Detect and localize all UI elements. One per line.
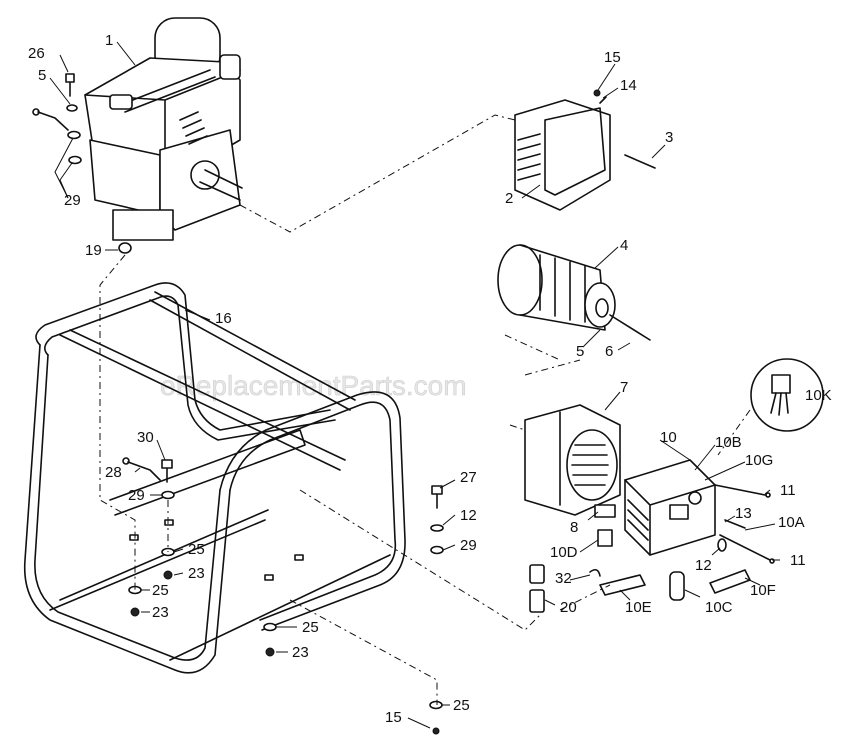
label-10g: 10G xyxy=(745,452,773,469)
label-14: 14 xyxy=(620,77,637,94)
label-29: 29 xyxy=(64,192,81,209)
label-19: 19 xyxy=(85,242,102,259)
engine-assembly xyxy=(84,17,243,241)
label-3: 3 xyxy=(665,129,673,146)
callout-10k xyxy=(750,358,824,432)
label-8: 8 xyxy=(570,519,578,536)
rotor-assembly xyxy=(497,244,651,341)
blower-housing xyxy=(514,89,656,211)
frame-hardware xyxy=(122,457,443,735)
label-23-c: 23 xyxy=(292,644,309,661)
label-5-rotor: 5 xyxy=(576,343,584,360)
leader-lines xyxy=(49,41,780,729)
label-10f: 10F xyxy=(750,582,776,599)
label-25-b: 25 xyxy=(152,582,169,599)
label-23-b: 23 xyxy=(152,604,169,621)
label-2: 2 xyxy=(505,190,513,207)
label-10k: 10K xyxy=(805,387,832,404)
hardware-26-5-29 xyxy=(32,73,82,165)
label-10a: 10A xyxy=(778,514,805,531)
label-25-d: 25 xyxy=(453,697,470,714)
label-16: 16 xyxy=(215,310,232,327)
label-4: 4 xyxy=(620,237,628,254)
label-7: 7 xyxy=(620,379,628,396)
label-10d: 10D xyxy=(550,544,578,561)
stator-housing xyxy=(524,404,621,516)
label-25: 25 xyxy=(188,541,205,558)
label-29-frame: 29 xyxy=(128,487,145,504)
label-12: 12 xyxy=(695,557,712,574)
label-26: 26 xyxy=(28,45,45,62)
part-number-labels: 1 26 5 29 19 16 15 14 3 2 4 5 6 7 10K 10… xyxy=(28,32,832,726)
label-1: 1 xyxy=(105,32,113,49)
label-15-bottom: 15 xyxy=(385,709,402,726)
watermark-text: eReplacementParts.com xyxy=(160,370,467,401)
label-5: 5 xyxy=(38,67,46,84)
label-20: 20 xyxy=(560,599,577,616)
label-25-c: 25 xyxy=(302,619,319,636)
label-10c: 10C xyxy=(705,599,733,616)
label-27: 27 xyxy=(460,469,477,486)
label-13: 13 xyxy=(735,505,752,522)
assembly-lines xyxy=(99,114,751,705)
label-23: 23 xyxy=(188,565,205,582)
frame xyxy=(23,282,406,674)
label-32: 32 xyxy=(555,570,572,587)
label-12-frame: 12 xyxy=(460,507,477,524)
label-30: 30 xyxy=(137,429,154,446)
label-28: 28 xyxy=(105,464,122,481)
label-10b: 10B xyxy=(715,434,742,451)
lower-hardware xyxy=(118,242,751,613)
label-11-lower: 11 xyxy=(790,552,806,569)
label-29-right: 29 xyxy=(460,537,477,554)
label-10e: 10E xyxy=(625,599,652,616)
label-10: 10 xyxy=(660,429,677,446)
label-6: 6 xyxy=(605,343,613,360)
label-15: 15 xyxy=(604,49,621,66)
label-11: 11 xyxy=(780,482,796,499)
